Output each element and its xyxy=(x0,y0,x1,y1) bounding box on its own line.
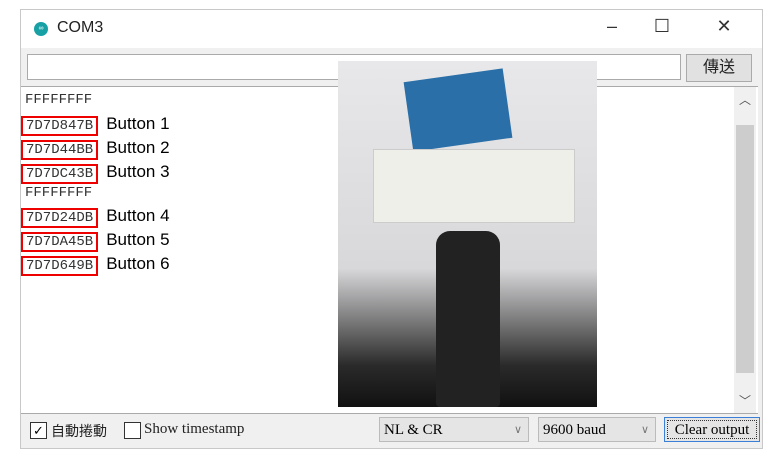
timestamp-checkbox[interactable] xyxy=(124,422,141,439)
output-line: FFFFFFFF xyxy=(25,92,93,108)
timestamp-label: Show timestamp xyxy=(144,421,245,437)
scroll-thumb[interactable] xyxy=(736,125,754,373)
arduino-remote-photo xyxy=(338,61,597,407)
baud-select[interactable]: 9600 baud∨ xyxy=(538,417,656,442)
autoscroll-checkbox[interactable]: ✓ xyxy=(30,422,47,439)
ir-remote-image xyxy=(436,231,500,407)
send-button[interactable]: 傳送 xyxy=(686,54,752,82)
bottom-bar: ✓ 自動捲動 Show timestamp NL & CR∨ 9600 baud… xyxy=(21,413,762,448)
line-ending-select[interactable]: NL & CR∨ xyxy=(379,417,529,442)
arduino-board-image xyxy=(403,68,513,152)
clear-output-button[interactable]: Clear output xyxy=(664,417,760,442)
chevron-down-icon: ∨ xyxy=(513,424,522,436)
chevron-down-icon: ∨ xyxy=(640,424,649,436)
scroll-down-icon[interactable]: ﹀ xyxy=(738,394,751,408)
title-bar: ∞ COM3 – ☐ ✕ xyxy=(21,10,762,48)
maximize-button[interactable]: ☐ xyxy=(653,16,671,36)
arduino-logo-icon: ∞ xyxy=(34,22,48,36)
scroll-up-icon[interactable]: ︿ xyxy=(738,93,751,107)
window-title: COM3 xyxy=(57,19,104,36)
autoscroll-label: 自動捲動 xyxy=(51,424,107,440)
breadboard-image xyxy=(373,149,575,223)
minimize-button[interactable]: – xyxy=(606,16,617,36)
scrollbar[interactable]: ︿ ﹀ xyxy=(734,87,756,413)
close-button[interactable]: ✕ xyxy=(716,16,732,36)
output-line: FFFFFFFF xyxy=(25,185,93,201)
